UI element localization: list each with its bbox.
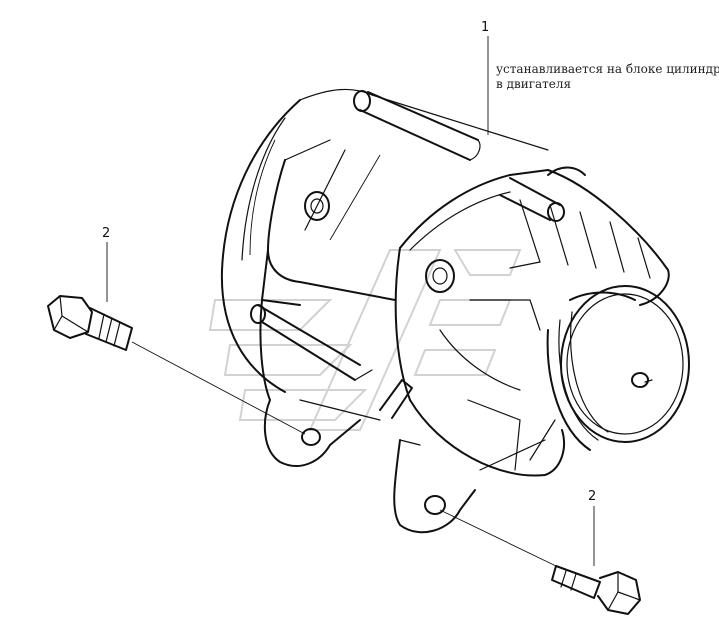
alternator-rear-housing bbox=[220, 88, 549, 393]
installation-note-line-2: в двигателя bbox=[496, 77, 572, 91]
bolt-right-axis bbox=[439, 509, 557, 567]
bolt-left bbox=[47, 242, 306, 435]
front-mounting-lug bbox=[393, 439, 476, 534]
watermark-logo bbox=[208, 249, 522, 431]
alternator-front-housing bbox=[394, 166, 670, 477]
callout-label-2-left: 2 bbox=[102, 226, 111, 241]
front-stud bbox=[499, 177, 565, 222]
pulley bbox=[546, 285, 690, 451]
callout-label-1: 1 bbox=[481, 20, 490, 35]
top-tie-rod bbox=[353, 90, 481, 161]
installation-note: устанавливается на блоке цилиндро в двиг… bbox=[496, 62, 719, 92]
bolt-left-axis bbox=[131, 341, 306, 435]
callout-label-2-right: 2 bbox=[588, 489, 597, 504]
lower-mounting-lug bbox=[250, 299, 413, 467]
bolt-right bbox=[439, 506, 641, 615]
installation-note-line-1: устанавливается на блоке цилиндро bbox=[496, 62, 719, 76]
